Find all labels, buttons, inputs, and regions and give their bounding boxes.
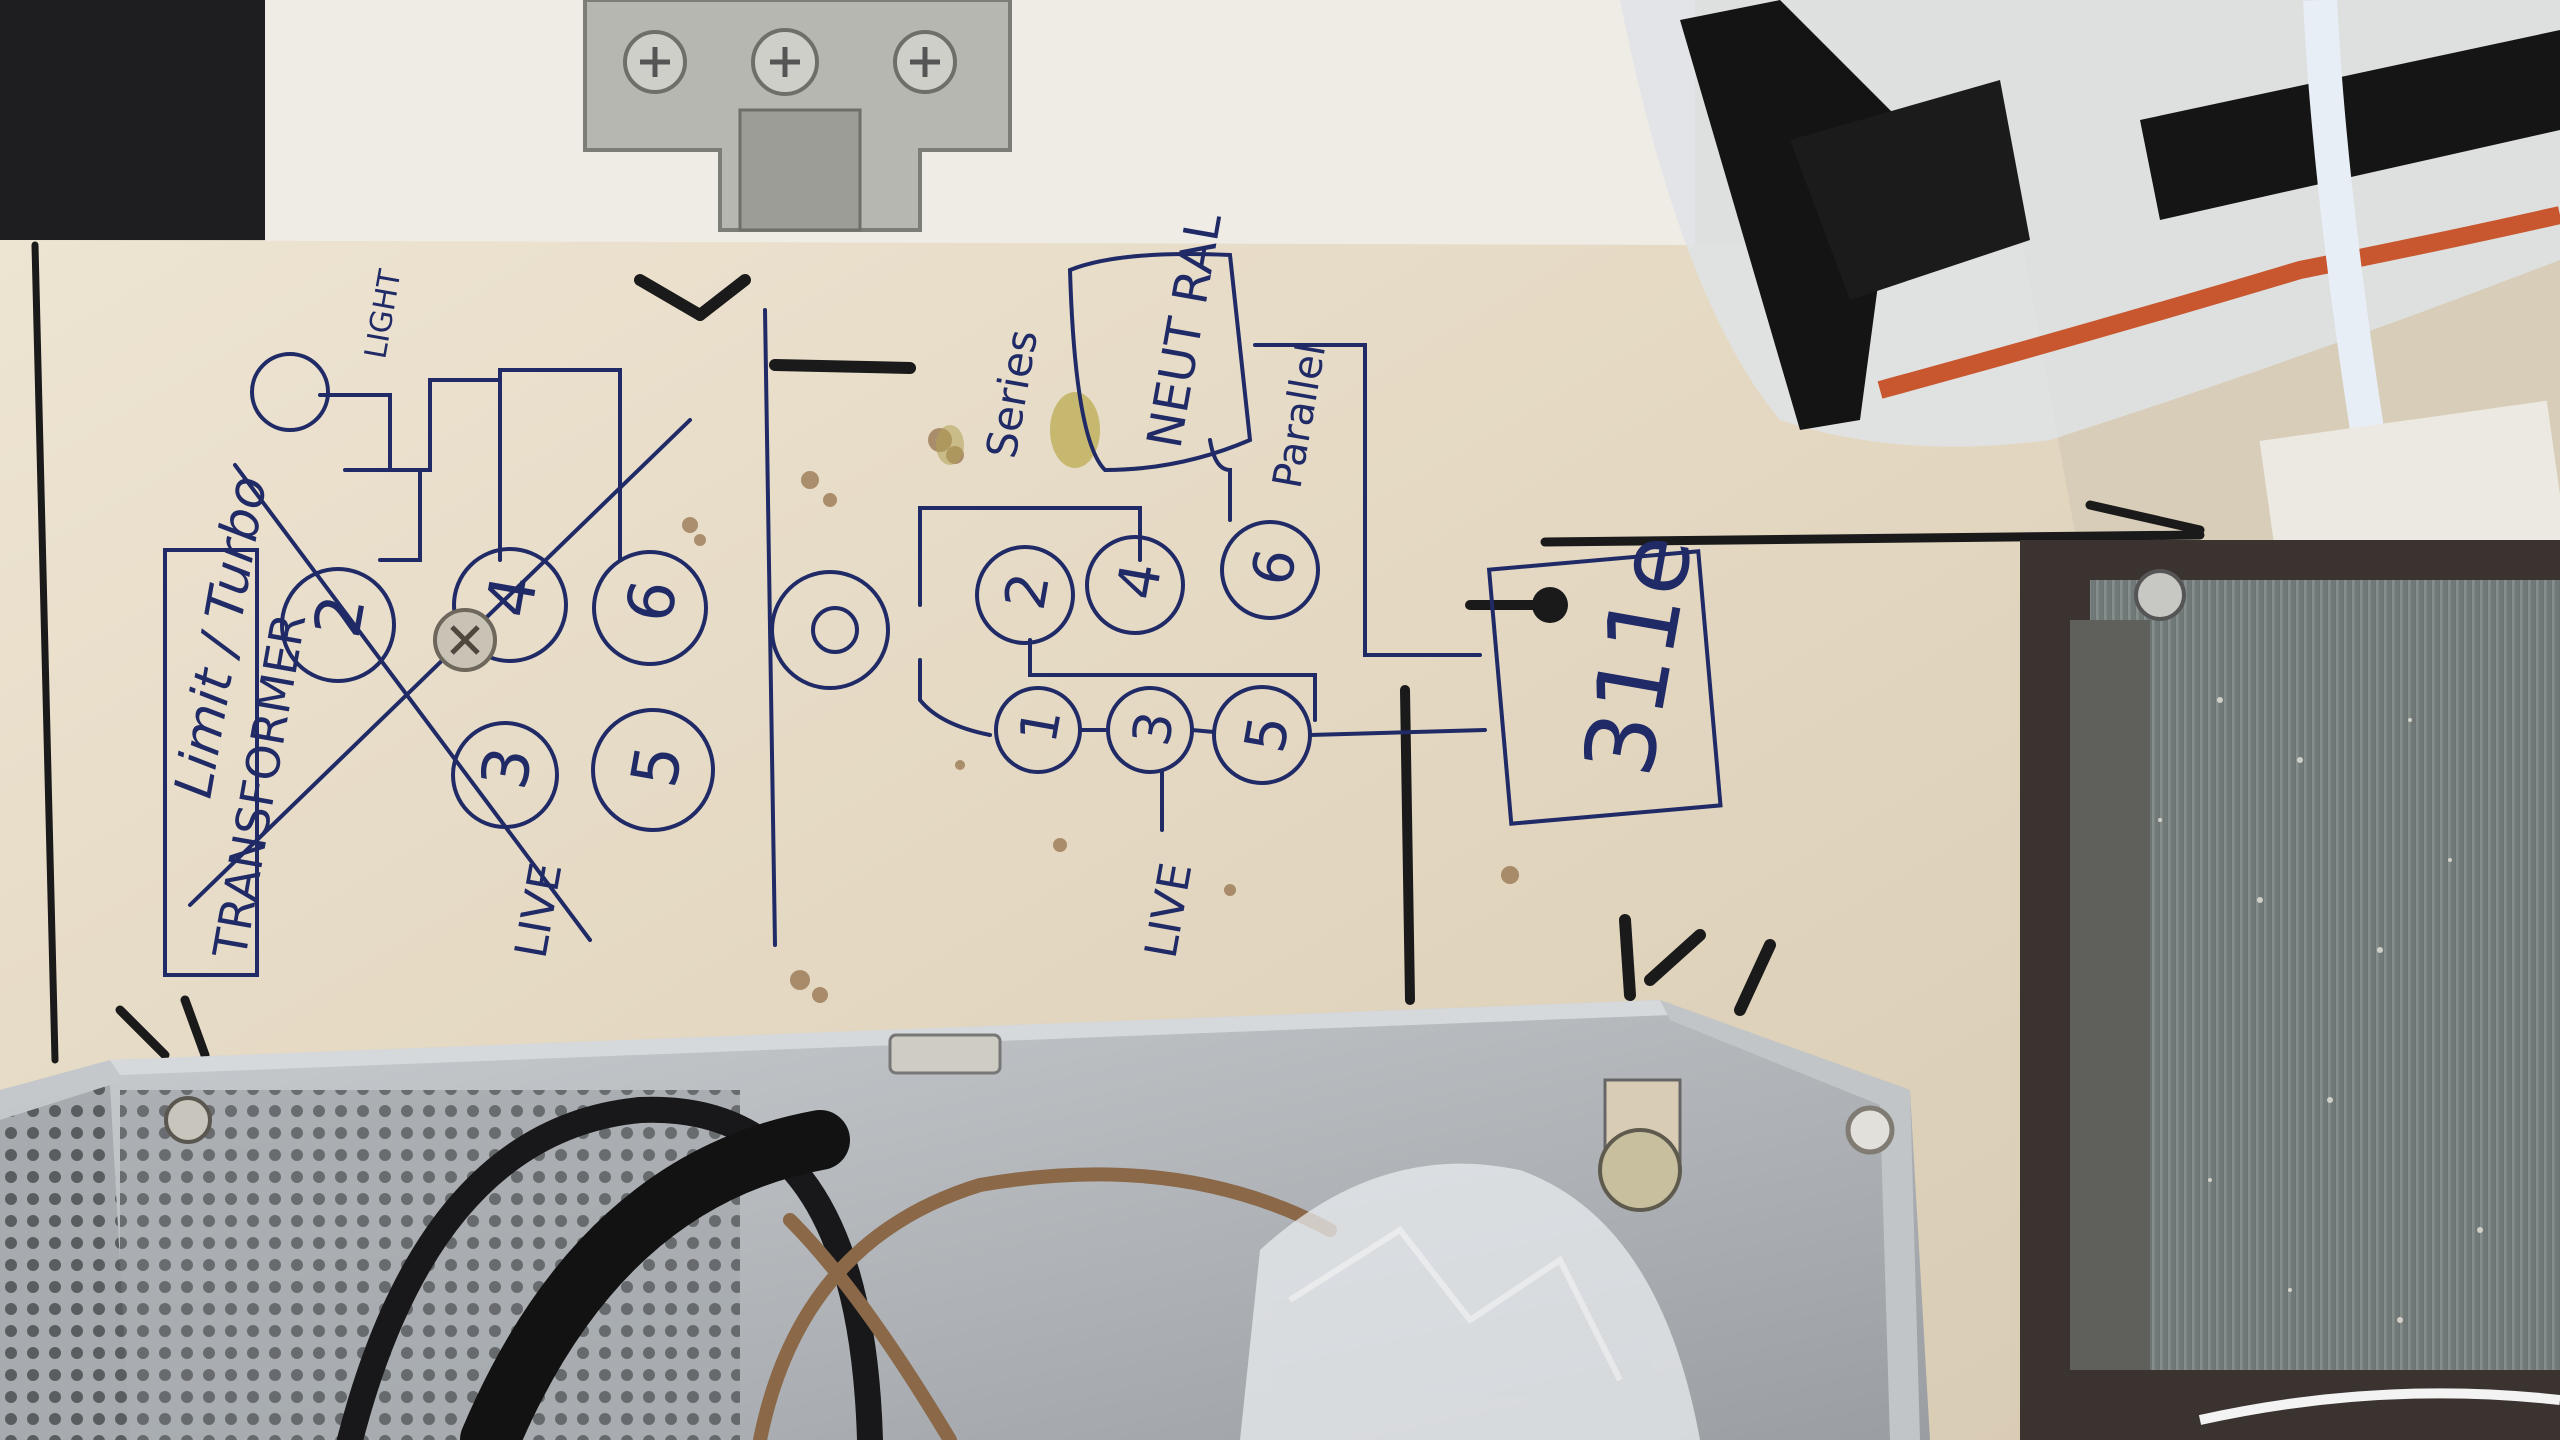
- marker-lines: [31, 241, 2205, 1064]
- left-terminal-4-ring: [452, 547, 568, 663]
- left-terminal-3-ring: [451, 721, 559, 829]
- transformer-box: [163, 548, 259, 977]
- left-terminal-6-ring: [592, 550, 708, 666]
- cabinet-hinge: [583, 0, 1012, 232]
- right-terminal-2-ring: [975, 545, 1075, 645]
- transformer: [2020, 540, 2560, 1440]
- right-terminal-4-ring: [1085, 535, 1185, 635]
- right-lamp-ring: [770, 570, 890, 690]
- left-wiring-diagram: [163, 308, 777, 977]
- series-loop: [918, 506, 1142, 737]
- right-terminal-6-ring: [1220, 520, 1320, 620]
- dark-cloth: [0, 0, 265, 240]
- board-screw: [433, 608, 497, 672]
- neutral-box: [1067, 252, 1253, 473]
- part-number-box: [1486, 549, 1723, 826]
- lamp-symbol: [250, 352, 330, 432]
- right-wiring-diagram: [770, 252, 1723, 832]
- crinkled-plastic: [1240, 1163, 1700, 1440]
- left-terminal-5-ring: [591, 708, 715, 832]
- cables: [337, 1096, 1337, 1440]
- left-terminal-2-ring: [280, 567, 396, 683]
